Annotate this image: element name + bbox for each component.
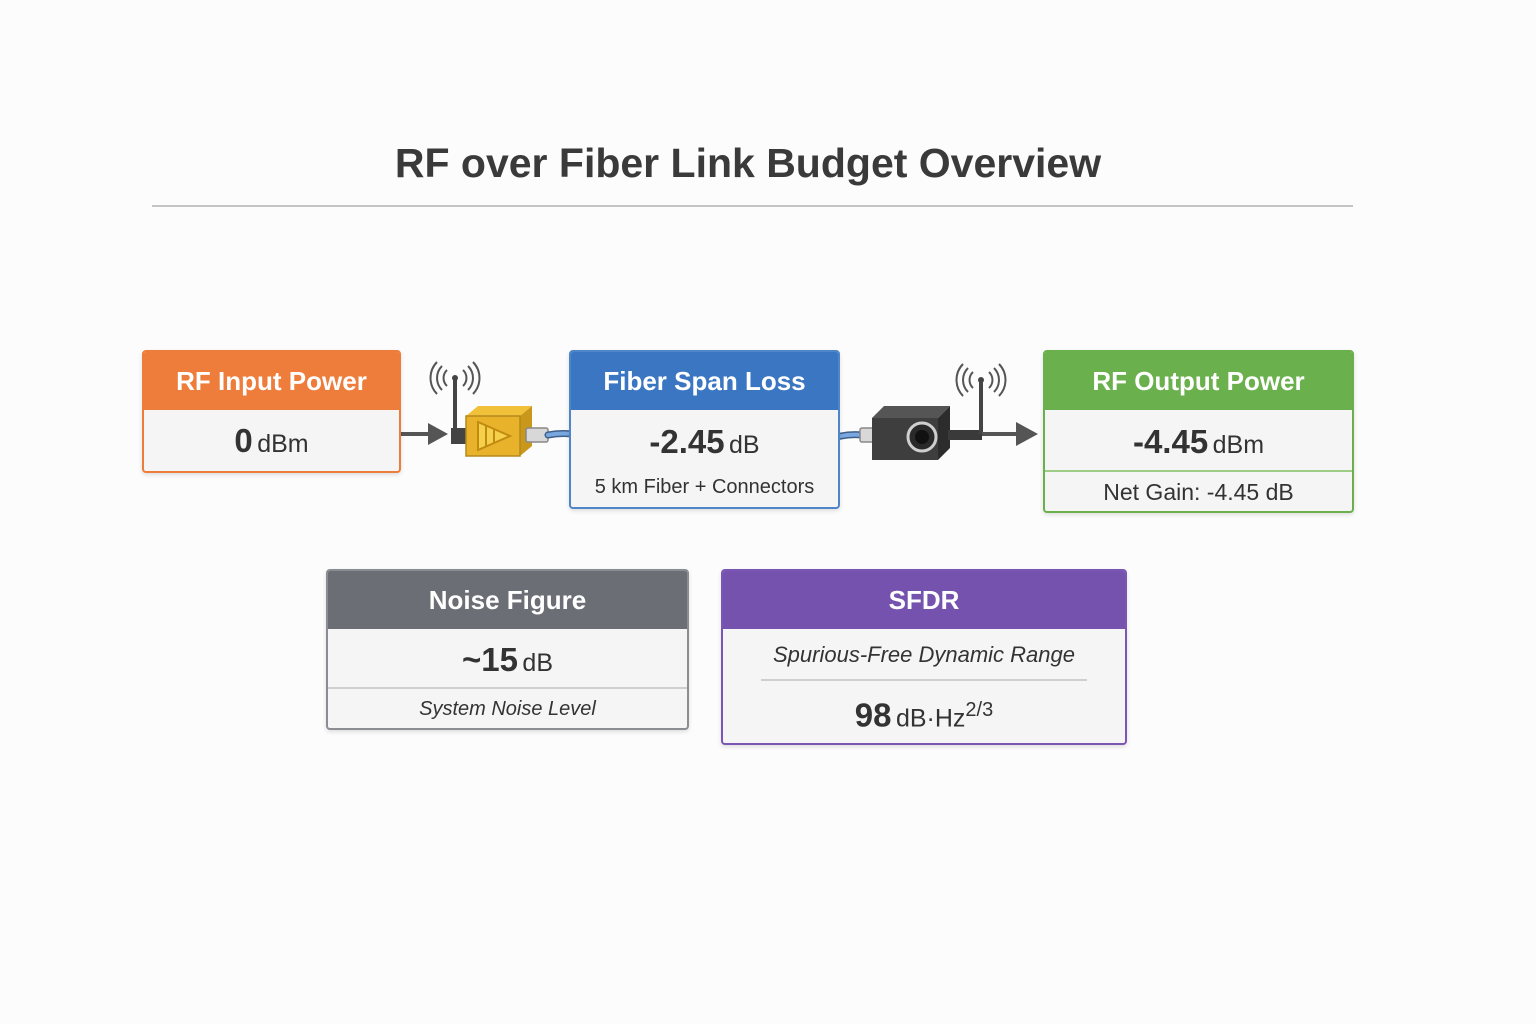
fiber-span-description: 5 km Fiber + Connectors — [594, 476, 815, 498]
rf-input-power-unit: dBm — [257, 430, 309, 458]
sfdr-exponent: 2/3 — [965, 699, 994, 721]
noise-figure-value-row: ~15 dB — [328, 629, 687, 687]
sfdr-value: 98 — [854, 696, 892, 734]
rf-input-power-value-row: 0 dBm — [144, 410, 399, 471]
sfdr-card: SFDR Spurious-Free Dynamic Range 98 dB·H… — [721, 569, 1127, 745]
fiber-span-loss-value: -2.45 — [649, 423, 725, 460]
rf-output-power-header: RF Output Power — [1045, 352, 1352, 410]
antenna-icon — [429, 361, 481, 432]
fiber-span-loss-value-row: -2.45 dB — [571, 410, 838, 470]
output-arrow-icon — [982, 422, 1038, 446]
sfdr-divider — [761, 679, 1087, 681]
rf-output-divider — [1045, 470, 1352, 472]
sfdr-unit: dB·Hz — [895, 704, 966, 733]
rf-output-power-unit: dBm — [1212, 431, 1265, 459]
rf-output-power-value: -4.45 — [1132, 423, 1209, 460]
net-gain-value: -4.45 dB — [1206, 479, 1294, 505]
noise-figure-unit: dB — [522, 649, 554, 677]
sfdr-description: Spurious-Free Dynamic Range — [772, 642, 1076, 667]
photodetector-receiver-icon — [872, 406, 982, 460]
noise-figure-card: Noise Figure ~15 dB System Noise Level — [326, 569, 689, 730]
sfdr-header: SFDR — [723, 571, 1125, 629]
net-gain-row: Net Gain: -4.45 dB — [1045, 472, 1352, 511]
rf-input-power-card: RF Input Power 0 dBm — [142, 350, 401, 473]
noise-figure-divider — [328, 687, 687, 689]
noise-figure-header: Noise Figure — [328, 571, 687, 629]
sfdr-value-row: 98 dB·Hz2/3 — [723, 681, 1125, 743]
fiber-span-loss-unit: dB — [729, 431, 760, 459]
antenna-icon — [955, 363, 1007, 434]
input-arrow-icon — [401, 423, 448, 445]
laser-transmitter-icon — [451, 406, 532, 457]
net-gain-label: Net Gain: — [1103, 479, 1201, 505]
rf-input-power-value: 0 — [234, 422, 253, 459]
title-divider — [152, 205, 1353, 207]
rf-input-power-header: RF Input Power — [144, 352, 399, 410]
rf-output-power-card: RF Output Power -4.45 dBm Net Gain: -4.4… — [1043, 350, 1354, 513]
page-title: RF over Fiber Link Budget Overview — [394, 140, 1102, 186]
rf-output-power-value-row: -4.45 dBm — [1045, 410, 1352, 470]
noise-figure-description: System Noise Level — [419, 698, 596, 720]
fiber-span-loss-header: Fiber Span Loss — [571, 352, 838, 410]
fiber-span-loss-card: Fiber Span Loss -2.45 dB 5 km Fiber + Co… — [569, 350, 840, 509]
noise-figure-value: ~15 — [461, 641, 518, 678]
